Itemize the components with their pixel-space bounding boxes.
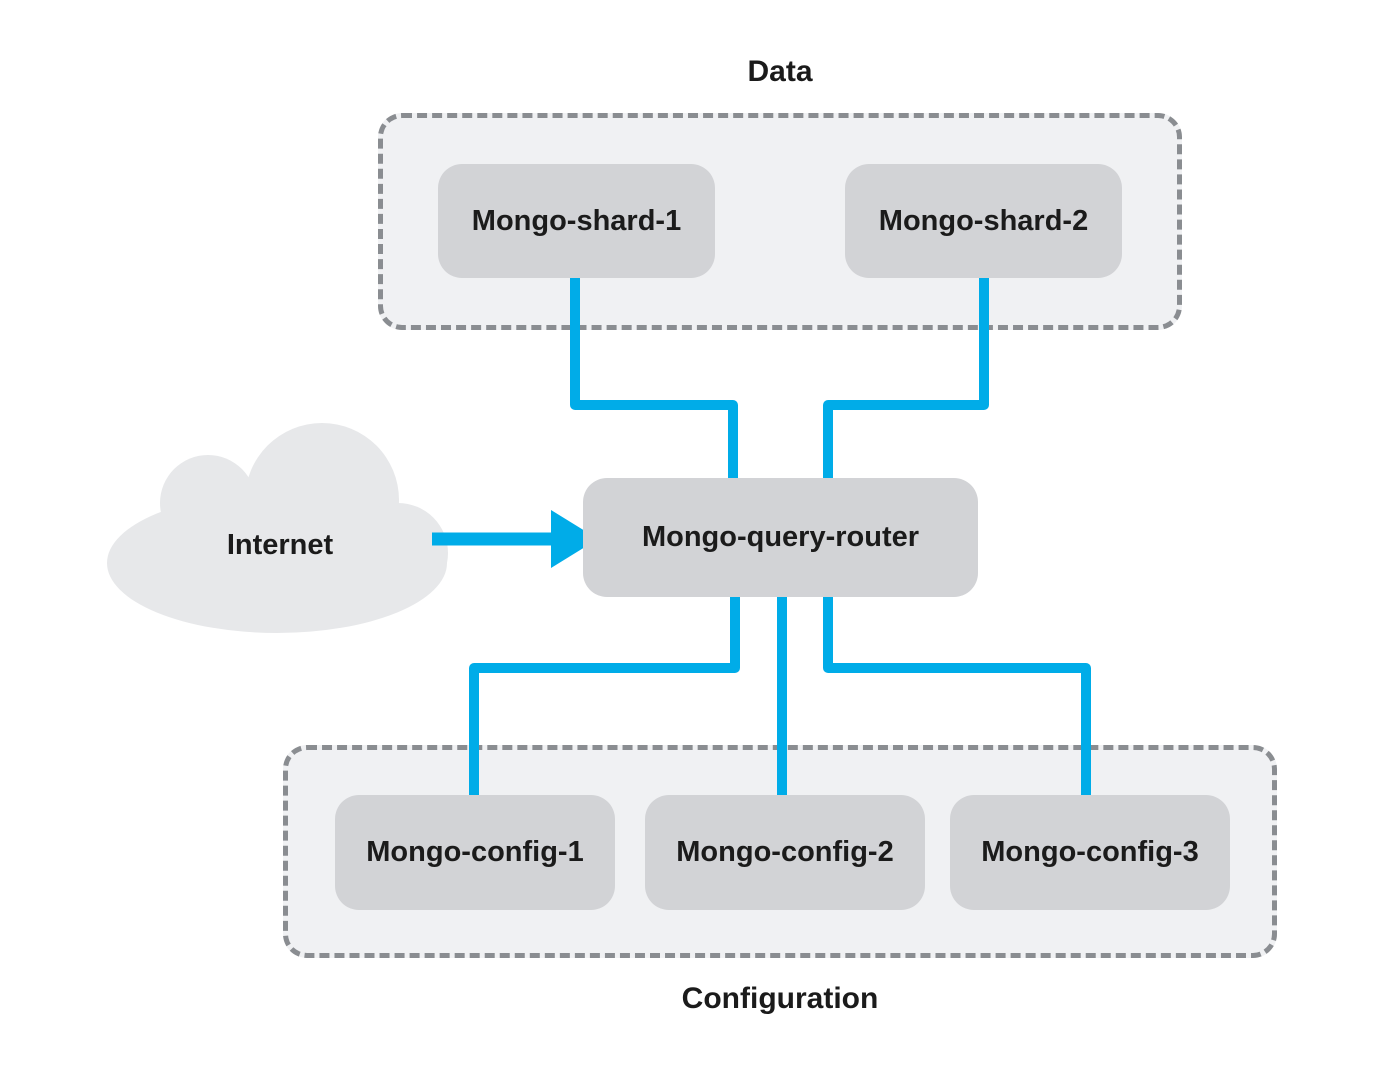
data-group-title: Data — [747, 55, 813, 88]
cloud-icon — [107, 423, 448, 633]
node-mongo-config-1: Mongo-config-1 — [335, 795, 615, 910]
node-mongo-query-router: Mongo-query-router — [583, 478, 978, 597]
internet-to-router-arrow-icon — [432, 510, 598, 568]
node-mongo-shard-1: Mongo-shard-1 — [438, 164, 715, 278]
node-mongo-config-2: Mongo-config-2 — [645, 795, 925, 910]
configuration-group-title: Configuration — [681, 982, 879, 1015]
node-mongo-shard-2: Mongo-shard-2 — [845, 164, 1122, 278]
internet-label: Internet — [226, 529, 334, 561]
node-mongo-config-3: Mongo-config-3 — [950, 795, 1230, 910]
